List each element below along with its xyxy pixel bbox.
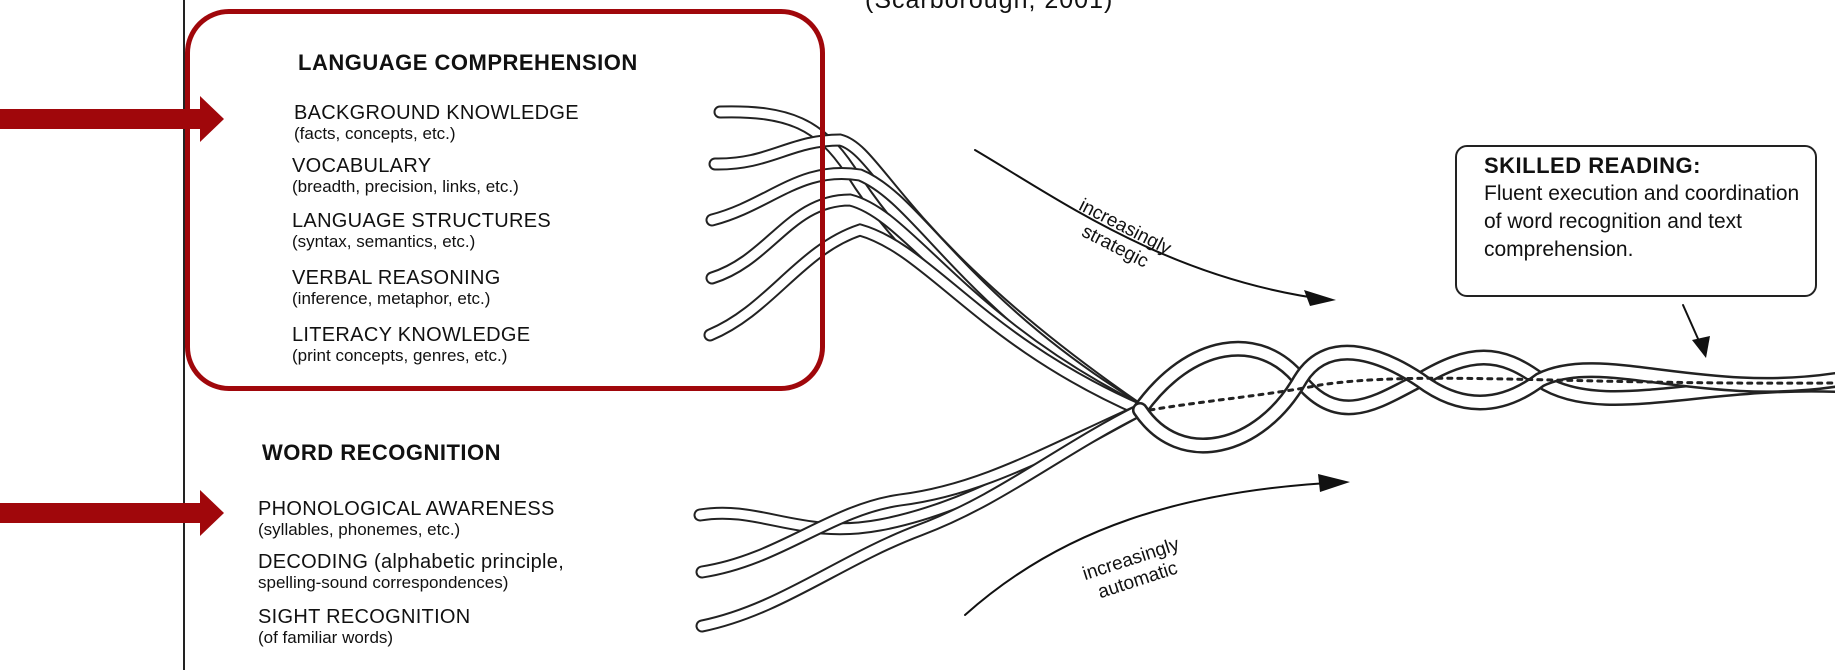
strand-background-knowledge: BACKGROUND KNOWLEDGE (facts, concepts, e… xyxy=(294,102,579,144)
automatic-arrowhead xyxy=(1318,474,1350,492)
strand-title: DECODING (alphabetic principle, xyxy=(258,551,564,573)
word-strand-2 xyxy=(702,410,1140,572)
strand-literacy-knowledge: LITERACY KNOWLEDGE (print concepts, genr… xyxy=(292,324,530,366)
strand-phonological-awareness: PHONOLOGICAL AWARENESS (syllables, phone… xyxy=(258,498,555,540)
skilled-reading-box: SKILLED READING: Fluent execution and co… xyxy=(1455,145,1817,297)
strand-language-structures: LANGUAGE STRUCTURES (syntax, semantics, … xyxy=(292,210,551,252)
strand-title: VOCABULARY xyxy=(292,155,519,177)
strand-title: LANGUAGE STRUCTURES xyxy=(292,210,551,232)
strand-detail: (of familiar words) xyxy=(258,628,471,648)
strand-title: LITERACY KNOWLEDGE xyxy=(292,324,530,346)
strand-title: PHONOLOGICAL AWARENESS xyxy=(258,498,555,520)
strand-detail: (syllables, phonemes, etc.) xyxy=(258,520,555,540)
skilled-reading-pointer-head xyxy=(1692,336,1710,358)
strand-detail: (print concepts, genres, etc.) xyxy=(292,346,530,366)
strand-detail: spelling-sound correspondences) xyxy=(258,573,564,593)
strand-vocabulary: VOCABULARY (breadth, precision, links, e… xyxy=(292,155,519,197)
skilled-reading-title: SKILLED READING: xyxy=(1484,152,1803,180)
strategic-arrowhead xyxy=(1304,290,1336,306)
strand-detail: (syntax, semantics, etc.) xyxy=(292,232,551,252)
skilled-reading-text: Fluent execution and coordination of wor… xyxy=(1484,180,1803,264)
word-recognition-heading: WORD RECOGNITION xyxy=(262,440,501,466)
citation: (Scarborough, 2001) xyxy=(865,0,1113,15)
strand-decoding: DECODING (alphabetic principle, spelling… xyxy=(258,551,564,593)
braided-rope xyxy=(1140,349,1835,446)
strand-detail: (facts, concepts, etc.) xyxy=(294,124,579,144)
strand-title: SIGHT RECOGNITION xyxy=(258,606,471,628)
strand-title: BACKGROUND KNOWLEDGE xyxy=(294,102,579,124)
word-strand-1 xyxy=(700,410,1140,529)
strand-detail: (inference, metaphor, etc.) xyxy=(292,289,501,309)
strand-detail: (breadth, precision, links, etc.) xyxy=(292,177,519,197)
strand-title: VERBAL REASONING xyxy=(292,267,501,289)
strand-sight-recognition: SIGHT RECOGNITION (of familiar words) xyxy=(258,606,471,648)
strand-verbal-reasoning: VERBAL REASONING (inference, metaphor, e… xyxy=(292,267,501,309)
language-comprehension-heading: LANGUAGE COMPREHENSION xyxy=(298,50,638,76)
